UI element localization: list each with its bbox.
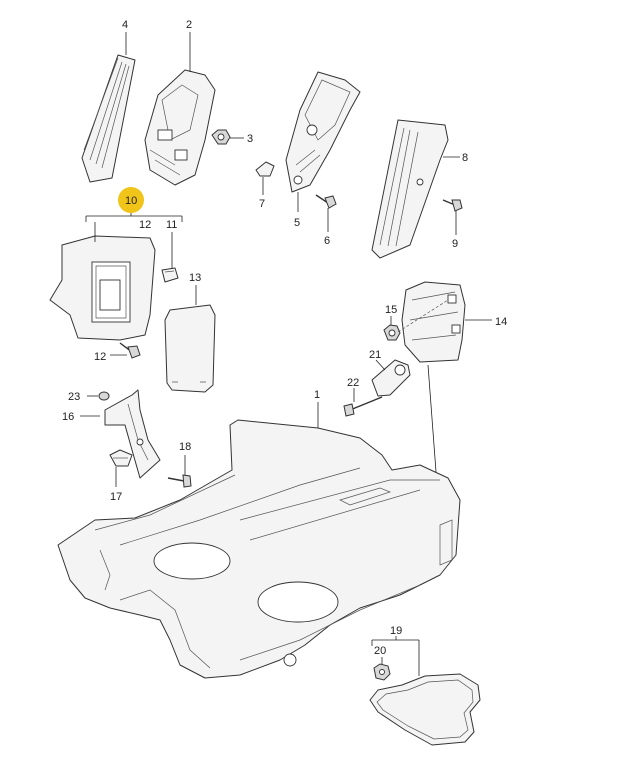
part-12-screw[interactable]	[119, 342, 141, 359]
part-11-clip[interactable]	[161, 267, 179, 283]
part-4-trim-strip[interactable]	[81, 54, 136, 183]
part-3-nut[interactable]	[211, 129, 231, 145]
callout-6: 6	[324, 235, 330, 247]
part-15-nut[interactable]	[383, 324, 401, 341]
part-23-plug[interactable]	[98, 391, 110, 401]
part-21-bracket[interactable]	[371, 359, 411, 397]
callout-3: 3	[247, 133, 253, 145]
part-13-panel[interactable]	[164, 304, 216, 393]
callout-20: 20	[374, 645, 386, 657]
callout-17: 17	[110, 491, 122, 503]
part-8-pillar-trim[interactable]	[371, 119, 449, 259]
part-17-clip[interactable]	[109, 449, 133, 467]
callout-13: 13	[189, 272, 201, 284]
part-20-fastener[interactable]	[373, 663, 391, 681]
part-19-floor-mat[interactable]	[369, 673, 481, 746]
part-22-screw[interactable]	[343, 396, 383, 417]
part-18-screw[interactable]	[167, 474, 192, 488]
callout-21: 21	[369, 349, 381, 361]
callout-10: 10	[125, 195, 137, 207]
part-6-screw[interactable]	[315, 194, 337, 209]
callout-18: 18	[179, 441, 191, 453]
part-9-screw[interactable]	[442, 199, 463, 212]
part-2-bracket-panel[interactable]	[144, 69, 216, 186]
callout-12b: 12	[94, 351, 106, 363]
callout-8: 8	[462, 152, 468, 164]
callout-2: 2	[186, 19, 192, 31]
callout-10-highlight[interactable]: 10	[118, 187, 144, 213]
callout-1: 1	[314, 389, 320, 401]
callout-23: 23	[68, 391, 80, 403]
callout-15: 15	[385, 304, 397, 316]
part-1-floor-carpet[interactable]	[57, 419, 461, 679]
part-7-clip[interactable]	[255, 161, 275, 177]
callout-7: 7	[259, 198, 265, 210]
part-12-side-panel[interactable]	[49, 235, 156, 341]
callout-19: 19	[390, 625, 402, 637]
callout-12a: 12	[139, 219, 151, 231]
callout-4: 4	[122, 19, 128, 31]
part-14-trim-piece[interactable]	[401, 281, 466, 363]
callout-9: 9	[452, 238, 458, 250]
callout-14: 14	[495, 316, 507, 328]
callout-16: 16	[62, 411, 74, 423]
callout-11: 11	[166, 219, 177, 231]
callout-5: 5	[294, 217, 300, 229]
part-5-pillar-panel[interactable]	[285, 71, 361, 193]
part-16-bracket-plate[interactable]	[104, 389, 161, 479]
callout-22: 22	[347, 377, 359, 389]
